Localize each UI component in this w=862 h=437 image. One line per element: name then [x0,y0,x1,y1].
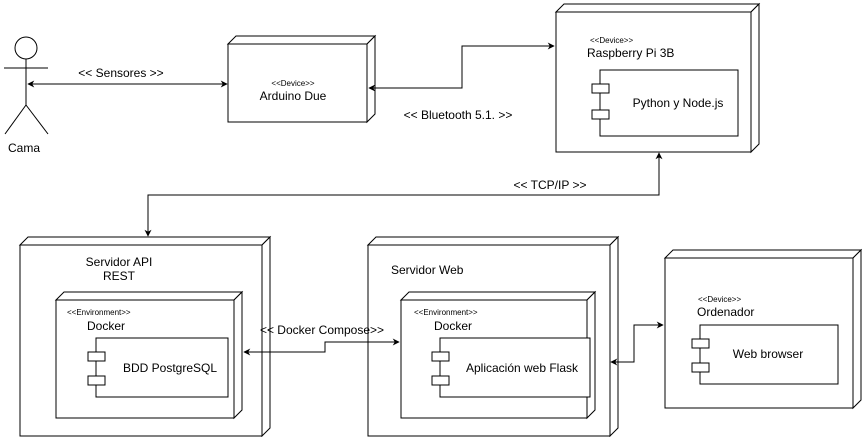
conn-web-ordenador [610,321,664,366]
actor-right-leg [25,104,49,135]
component-flask-tab-bottom [431,375,450,386]
conn-tcpip-label: << TCP/IP >> [514,178,587,192]
component-browser-tab-top [691,338,710,349]
component-python-node-tab-top [591,83,610,94]
actor-left-leg [4,104,27,135]
component-python-node: Python y Node.js [591,69,739,137]
node-raspberry-side [750,2,760,154]
node-arduino: <<Device>> Arduino Due [226,34,377,124]
node-arduino-front [227,43,368,123]
node-ordenador-top [663,249,862,259]
conn-bluetooth: << Bluetooth 5.1. >> [368,42,555,122]
node-raspberry-top [554,3,761,13]
component-browser-box [699,324,839,385]
conn-bluetooth-label: << Bluetooth 5.1. >> [404,108,513,122]
component-bdd-tab-bottom [87,375,106,386]
component-python-node-tab-bottom [591,109,610,120]
env-api-title: Docker [87,319,125,333]
conn-docker-compose: << Docker Compose>> [243,323,400,356]
node-web-title: Servidor Web [391,263,464,277]
component-bdd-label: BDD PostgreSQL [123,361,217,375]
conn-bluetooth-line [368,42,555,92]
node-web-server: Servidor Web <<Environment>> Docker Apli… [366,235,620,437]
node-ordenador-side [852,248,862,410]
env-api-top [54,291,244,301]
node-raspberry-stereotype: <<Device>> [590,36,633,45]
component-flask-label: Aplicación web Flask [466,361,579,375]
actor-label: Cama [8,141,40,155]
conn-tcpip-line [144,152,663,237]
node-api-title-line1: Servidor API [86,255,153,269]
component-flask-box [439,337,591,398]
node-web-side [609,235,619,437]
env-api-side [233,290,243,420]
node-arduino-side [366,34,376,124]
actor-cama: Cama [4,36,49,155]
node-arduino-top [226,35,377,45]
component-bdd-box [95,337,229,398]
node-ordenador: <<Device>> Ordenador Web browser [663,248,862,410]
conn-tcpip: << TCP/IP >> [144,152,663,237]
node-arduino-stereotype: <<Device>> [271,79,314,88]
component-flask-app: Aplicación web Flask [431,337,591,398]
component-flask-tab-top [431,351,450,362]
conn-docker-compose-label: << Docker Compose>> [260,323,384,337]
node-raspberry: <<Device>> Raspberry Pi 3B Python y Node… [554,2,761,154]
component-browser-label: Web browser [733,347,803,361]
node-ordenador-stereotype: <<Device>> [698,295,741,304]
component-bdd-postgresql: BDD PostgreSQL [87,337,229,398]
env-web-stereotype: <<Environment>> [414,308,478,317]
node-raspberry-title: Raspberry Pi 3B [587,46,674,60]
node-api-title-line2: REST [103,269,136,283]
node-web-top [366,236,620,246]
node-ordenador-title: Ordenador [697,305,754,319]
component-web-browser: Web browser [691,324,839,385]
component-bdd-tab-top [87,351,106,362]
component-browser-tab-bottom [691,362,710,373]
node-api-server: Servidor API REST <<Environment>> Docker… [18,235,272,437]
component-python-node-label: Python y Node.js [633,96,724,110]
conn-docker-compose-line [243,338,400,356]
conn-web-ordenador-line [610,321,664,366]
env-api-stereotype: <<Environment>> [67,308,131,317]
env-web-title: Docker [434,319,472,333]
node-api-top [18,236,272,246]
conn-sensores: << Sensores >> [27,66,228,88]
actor-head [14,36,38,60]
conn-sensores-label: << Sensores >> [78,66,163,80]
env-web-top [399,291,597,301]
component-python-node-box [599,69,739,137]
node-arduino-title: Arduino Due [260,89,327,103]
